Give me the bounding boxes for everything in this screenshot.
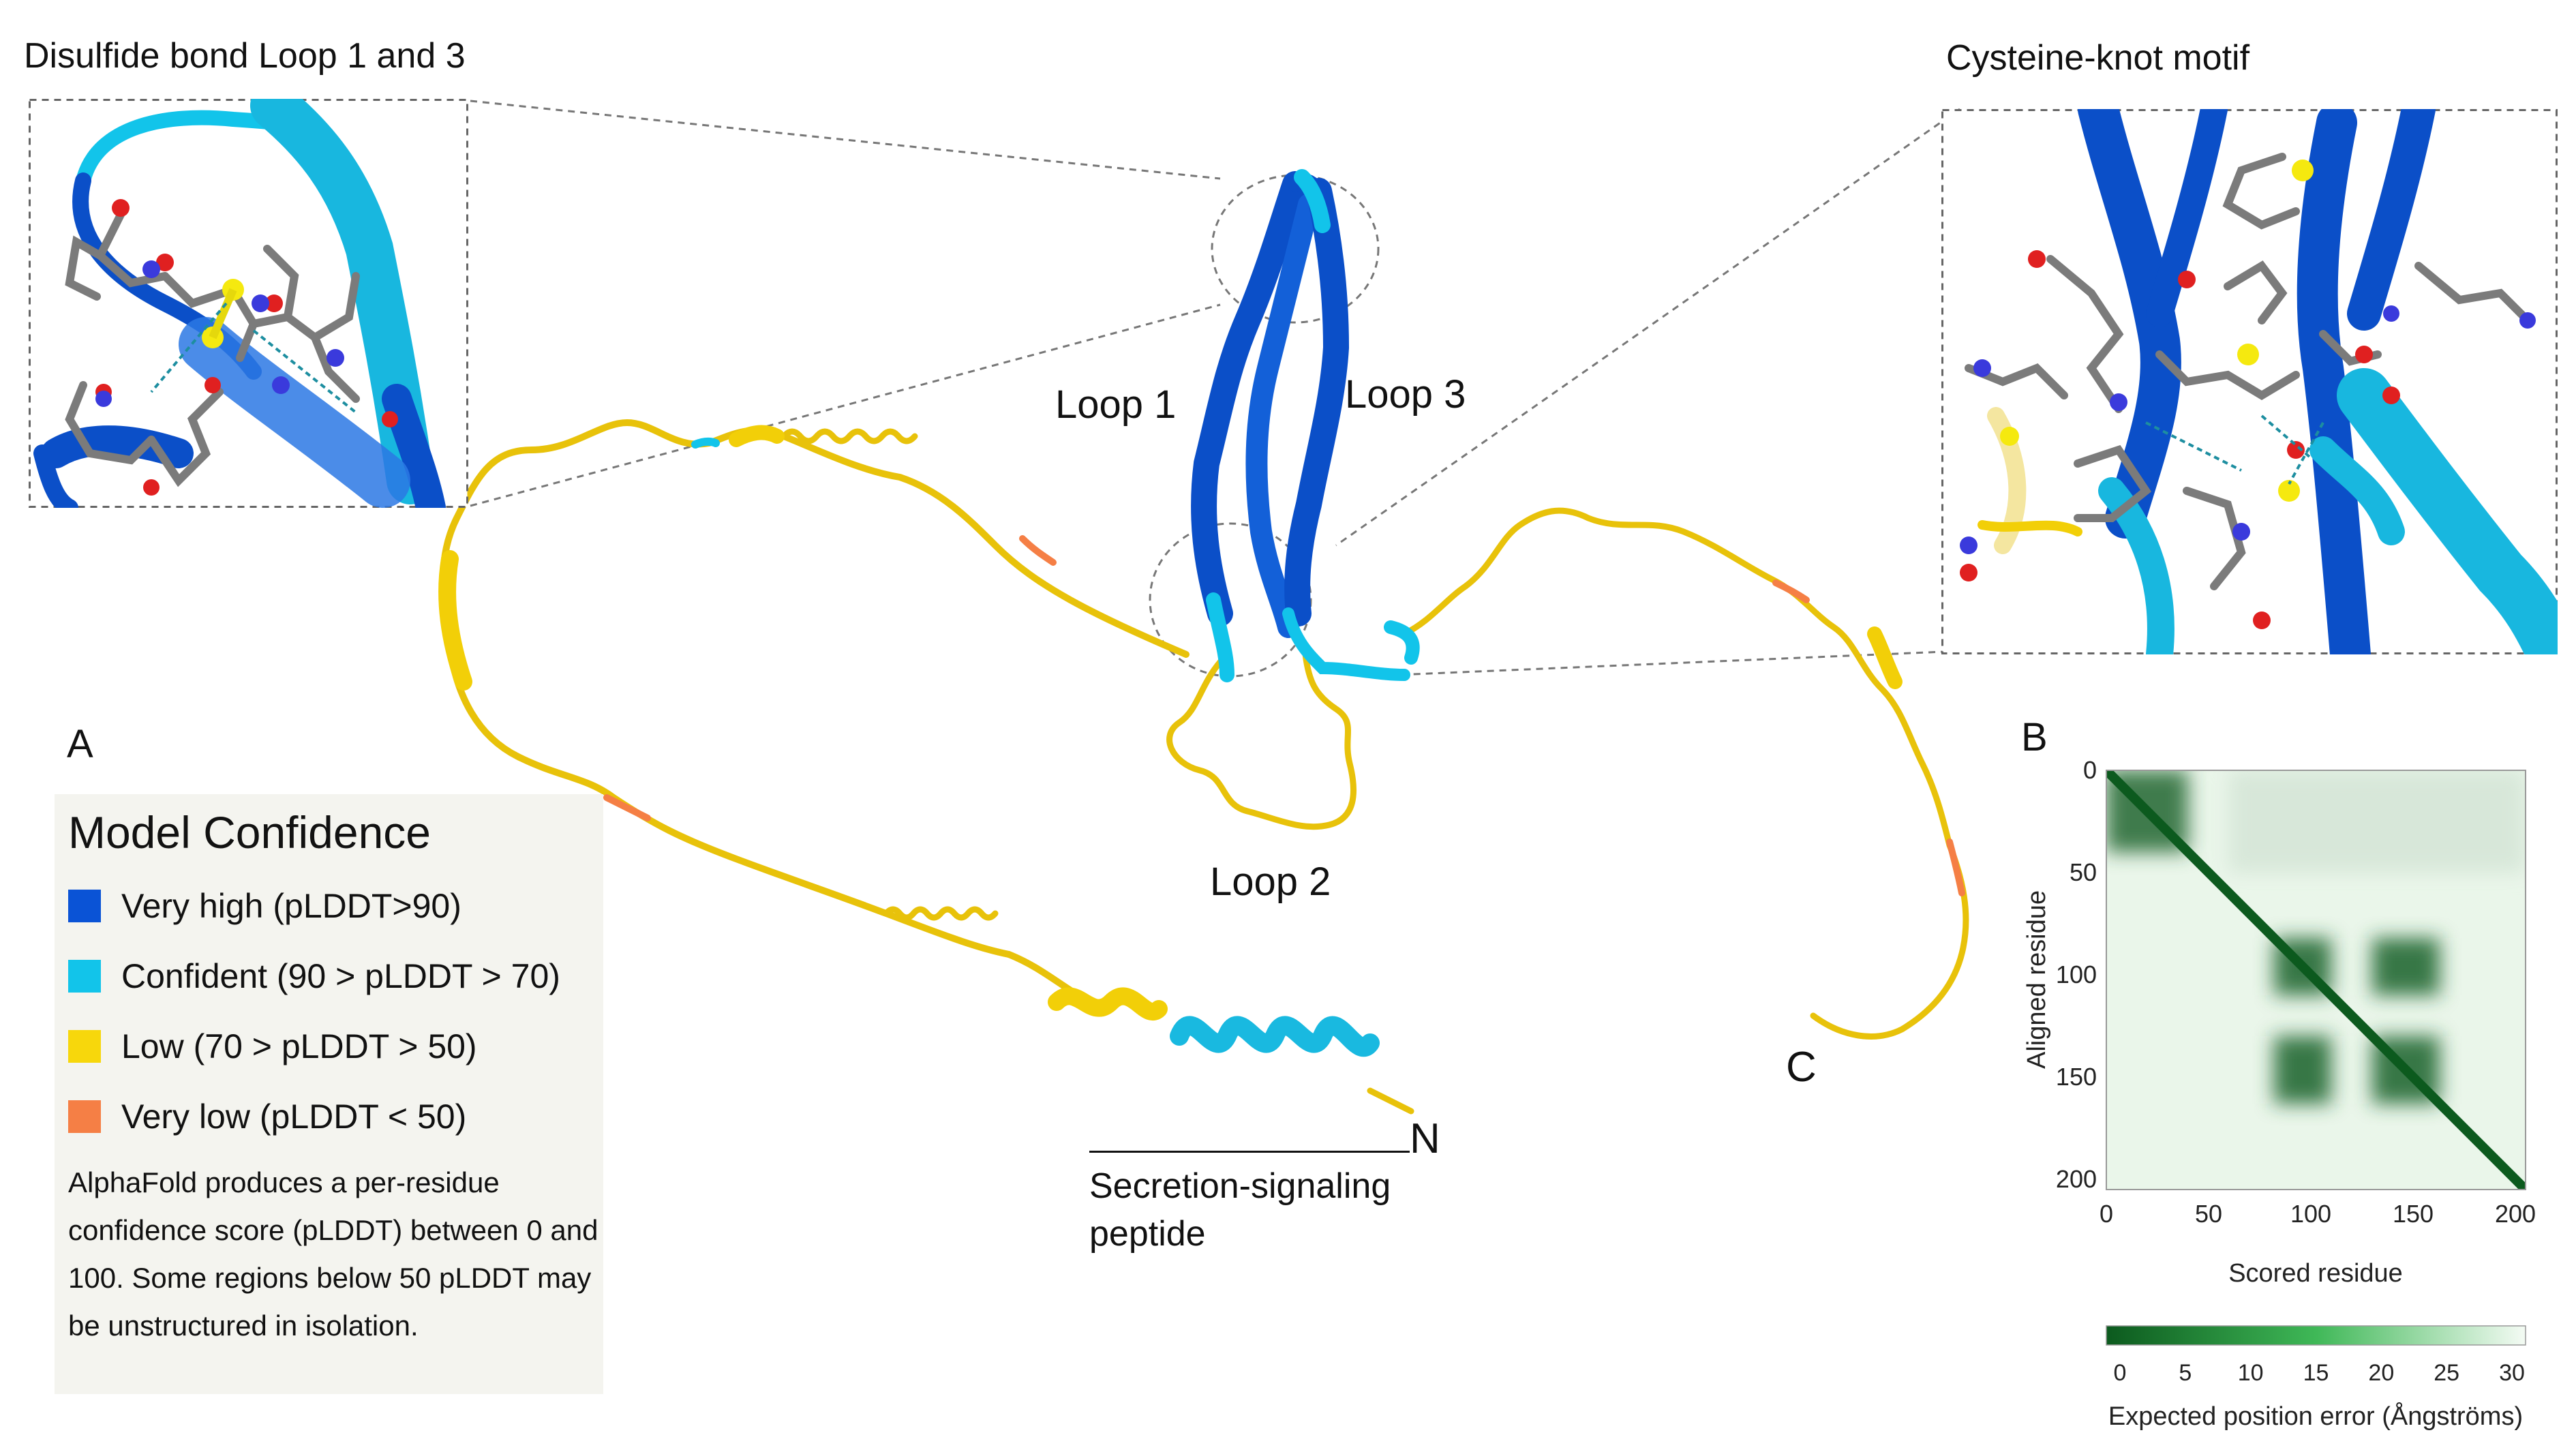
pae-colorbar-tick-10: 10 <box>2238 1360 2264 1386</box>
pae-y-tick-200: 200 <box>2056 1165 2097 1193</box>
pae-y-tick-50: 50 <box>2070 858 2097 886</box>
pae-blocks <box>2106 770 2526 1104</box>
pae-x-ticks: 0 50 100 150 200 <box>2100 1200 2536 1228</box>
pae-colorbar-ticks: 0 5 10 15 20 25 30 <box>2114 1360 2525 1386</box>
pae-y-axis-label: Aligned residue <box>2022 890 2051 1069</box>
pae-y-ticks: 0 50 100 150 200 <box>2056 756 2097 1193</box>
legend-item-very-high: Very high (pLDDT>90) <box>68 886 461 926</box>
pae-x-tick-150: 150 <box>2393 1200 2434 1228</box>
legend-item-confident: Confident (90 > pLDDT > 70) <box>68 956 560 996</box>
legend-swatch-very-high <box>68 890 101 922</box>
legend-swatch-low <box>68 1030 101 1063</box>
panel-letter-a: A <box>67 722 93 766</box>
pae-block-2 <box>2274 1036 2331 1104</box>
beta-sheet-core <box>1191 169 1420 682</box>
legend-label-very-high: Very high (pLDDT>90) <box>121 887 461 925</box>
c-terminus-label: C <box>1786 1044 1817 1091</box>
pae-colorbar-tick-0: 0 <box>2114 1360 2127 1386</box>
pae-block-0 <box>2229 770 2526 873</box>
pae-colorbar <box>2106 1325 2526 1346</box>
pae-y-tick-0: 0 <box>2083 756 2097 784</box>
pae-colorbar-tick-5: 5 <box>2179 1360 2192 1386</box>
legend-item-low: Low (70 > pLDDT > 50) <box>68 1027 477 1066</box>
legend-label-low: Low (70 > pLDDT > 50) <box>121 1027 477 1065</box>
loop1-label: Loop 1 <box>1055 382 1177 427</box>
legend-label-very-low: Very low (pLDDT < 50) <box>121 1098 467 1136</box>
signal-peptide-underline <box>1089 1151 1410 1153</box>
n-terminus-label: N <box>1410 1115 1440 1162</box>
pae-colorbar-tick-15: 15 <box>2303 1360 2329 1386</box>
pae-x-axis-label: Scored residue <box>2228 1259 2403 1288</box>
pae-colorbar-tick-25: 25 <box>2434 1360 2459 1386</box>
model-confidence-legend: Model Confidence Very high (pLDDT>90) Co… <box>55 794 603 1394</box>
signal-peptide-line2: peptide <box>1089 1214 1206 1254</box>
loop3-label: Loop 3 <box>1345 372 1466 417</box>
signal-peptide-helix <box>1048 987 1414 1115</box>
right-inset-panel <box>1941 109 2558 654</box>
legend-note: AlphaFold produces a per-residue confide… <box>68 1166 598 1342</box>
cysteine-atoms <box>1960 160 2536 629</box>
pae-block-3 <box>2372 938 2440 995</box>
loop2-label: Loop 2 <box>1210 860 1331 904</box>
pae-x-tick-50: 50 <box>2195 1200 2222 1228</box>
pae-colorbar-tick-20: 20 <box>2368 1360 2394 1386</box>
legend-swatch-confident <box>68 960 101 993</box>
legend-label-confident: Confident (90 > pLDDT > 70) <box>121 957 560 995</box>
pae-colorbar-tick-30: 30 <box>2499 1360 2525 1386</box>
pae-y-tick-150: 150 <box>2056 1063 2097 1091</box>
legend-swatch-very-low <box>68 1100 101 1133</box>
pae-colorbar-label: Expected position error (Ångströms) <box>2108 1401 2523 1431</box>
pae-x-tick-0: 0 <box>2100 1200 2113 1228</box>
backbone-coil <box>438 419 1969 1040</box>
pae-diagonal <box>2106 770 2526 1190</box>
legend-title: Model Confidence <box>68 807 431 858</box>
signal-peptide-line1: Secretion-signaling <box>1089 1166 1391 1206</box>
pae-cells <box>2106 770 2526 1190</box>
pae-x-tick-200: 200 <box>2495 1200 2536 1228</box>
disulfide-atoms <box>95 199 398 496</box>
legend-item-very-low: Very low (pLDDT < 50) <box>68 1097 466 1136</box>
pae-x-tick-100: 100 <box>2290 1200 2331 1228</box>
left-inset-title: Disulfide bond Loop 1 and 3 <box>24 36 466 76</box>
callout-lines <box>470 100 1960 676</box>
right-inset-title: Cysteine-knot motif <box>1946 38 2250 78</box>
panel-letter-b: B <box>2021 715 2048 759</box>
signal-peptide-label: Secretion-signaling peptide <box>1089 1162 1391 1258</box>
pae-y-tick-100: 100 <box>2056 961 2097 988</box>
pae-plot-frame <box>2106 770 2526 1190</box>
left-inset-panel <box>29 99 468 508</box>
